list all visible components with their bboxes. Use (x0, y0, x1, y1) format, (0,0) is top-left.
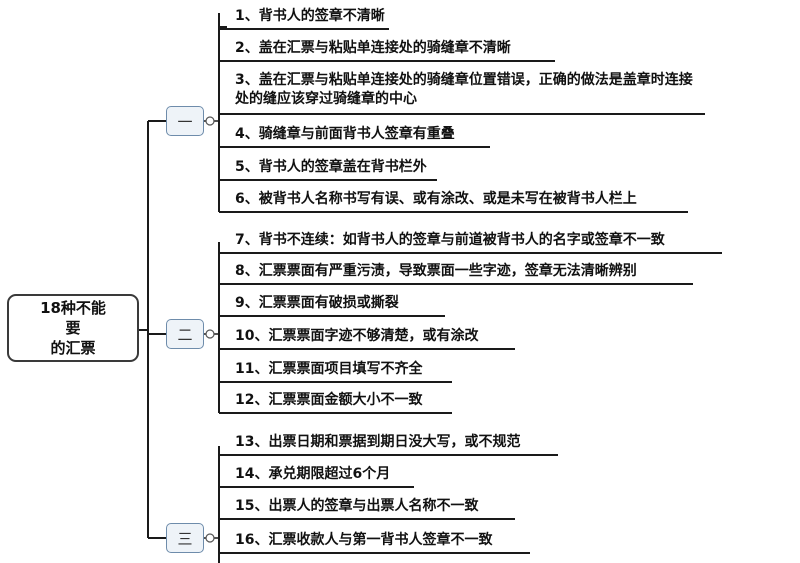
leaf-item-14: 14、承兑期限超过6个月 (235, 466, 391, 482)
leaf-item-13: 13、出票日期和票据到期日没大写，或不规范 (235, 434, 521, 450)
leaf-item-4: 4、骑缝章与前面背书人签章有重叠 (235, 126, 455, 142)
leaf-item-12: 12、汇票票面金额大小不一致 (235, 392, 423, 408)
branch-node-1: 一 (166, 106, 204, 136)
root-label-line2: 的汇票 (50, 339, 96, 357)
leaf-item-10: 10、汇票票面字迹不够清楚，或有涂改 (235, 328, 479, 344)
leaf-item-5: 5、背书人的签章盖在背书栏外 (235, 159, 427, 175)
branch-3-knob (205, 533, 215, 543)
leaf-item-16: 16、汇票收款人与第一背书人签章不一致 (235, 532, 493, 548)
branch-node-3: 三 (166, 523, 204, 553)
leaf-item-15: 15、出票人的签章与出票人名称不一致 (235, 498, 479, 514)
branch-1-spine (218, 13, 227, 212)
leaf-item-11: 11、汇票票面项目填写不齐全 (235, 361, 423, 377)
leaf-item-9: 9、汇票票面有破损或撕裂 (235, 295, 399, 311)
leaf-item-7: 7、背书不连续：如背书人的签章与前道被背书人的名字或签章不一致 (235, 232, 665, 248)
branch-node-2: 二 (166, 319, 204, 349)
root-node: 18种不能要 的汇票 (7, 294, 139, 362)
root-label-line1: 18种不能要 (40, 299, 106, 337)
root-connector (139, 120, 166, 539)
leaf-item-3: 3、盖在汇票与粘贴单连接处的骑缝章位置错误，正确的做法是盖章时连接处的缝应该穿过… (235, 72, 693, 107)
branch-1-knob (205, 116, 215, 126)
leaf-item-1: 1、背书人的签章不清晰 (235, 8, 385, 24)
leaf-item-6: 6、被背书人名称书写有误、或有涂改、或是未写在被背书人栏上 (235, 191, 637, 207)
branch-2-knob (205, 329, 215, 339)
branch-label: 一 (177, 112, 193, 131)
branch-label: 三 (177, 529, 193, 548)
leaf-item-8: 8、汇票票面有严重污渍，导致票面一些字迹，签章无法清晰辨别 (235, 263, 637, 279)
leaf-item-2: 2、盖在汇票与粘贴单连接处的骑缝章不清晰 (235, 40, 511, 56)
branch-label: 二 (177, 325, 193, 344)
